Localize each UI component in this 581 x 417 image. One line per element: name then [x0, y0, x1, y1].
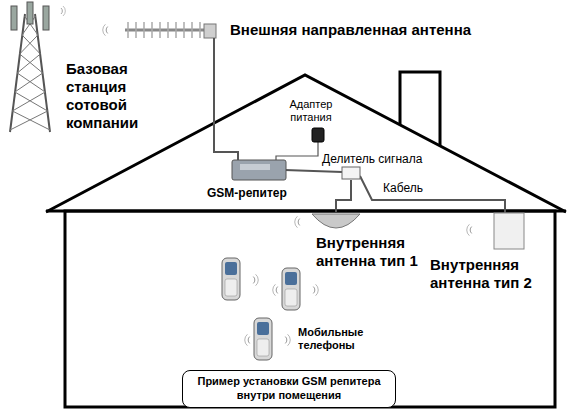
cable-part	[336, 180, 351, 212]
cell-tower-part-part	[12, 111, 50, 130]
external-antenna-part-part	[175, 22, 177, 38]
gsm-repeater	[232, 160, 286, 180]
cell-tower-part-part	[20, 54, 43, 73]
cell-tower	[0, 2, 65, 132]
cell-tower-part	[11, 6, 17, 30]
cell-tower-part	[10, 16, 50, 130]
external-antenna-part-part	[151, 22, 153, 38]
external-antenna-part-part	[127, 22, 129, 38]
cell-tower-part-part	[20, 35, 38, 54]
cell-tower-part-part	[15, 92, 48, 111]
house-part	[46, 75, 566, 212]
mobile-phones-part	[273, 284, 278, 295]
cell-tower-part-part	[12, 92, 45, 111]
cable-part	[214, 38, 238, 160]
external-antenna-part-part	[135, 22, 137, 38]
indoor-antenna-1-part	[312, 214, 360, 228]
cable-part	[276, 142, 318, 160]
external-antenna-part-part	[159, 22, 161, 38]
cell-tower-part-part	[17, 73, 45, 92]
cell-tower-part-part	[17, 54, 40, 73]
external-antenna-part	[103, 24, 108, 35]
mobile-phones-part	[253, 274, 258, 285]
mobile-phones-part	[313, 284, 318, 295]
signal-splitter	[342, 167, 360, 179]
cable-part	[360, 176, 505, 213]
external-antenna-part	[204, 24, 216, 38]
signal-splitter-part	[342, 167, 360, 179]
power-adapter-part	[312, 128, 324, 142]
external-antenna-part-part	[191, 22, 193, 38]
mobile-phones-part	[245, 334, 250, 345]
gsm-repeater-part	[240, 164, 270, 170]
external-antenna-part	[128, 22, 200, 38]
cell-tower-part	[27, 2, 33, 24]
caption-box: Пример установки GSM репитера внутри пом…	[182, 370, 396, 408]
cell-tower-part-part	[15, 73, 43, 92]
mobile-phones-part	[222, 258, 240, 300]
external-antenna	[103, 22, 216, 38]
indoor-antenna-2-part	[494, 213, 524, 249]
adapter-label: Адаптер питания	[282, 98, 340, 124]
gsm-repeater-part	[232, 160, 286, 180]
external-antenna-part-part	[143, 22, 145, 38]
cell-tower-part	[43, 6, 49, 30]
antenna-label: Внутренняя антенна тип 2	[430, 256, 550, 292]
house-part	[65, 211, 555, 407]
external-antenna-part-part	[167, 22, 169, 38]
station-label: Базовая станция сотовой компании	[66, 60, 154, 132]
cell-tower-part-part	[10, 111, 48, 130]
caption-text: Пример установки GSM репитера внутри пом…	[193, 375, 385, 403]
indoor-antenna-1-part	[295, 216, 300, 227]
cable-part	[285, 170, 342, 172]
external-antenna-part-part	[183, 22, 185, 38]
mobile-phones-part	[254, 318, 272, 360]
mobile-phones-part	[282, 268, 300, 310]
indoor-antenna-2	[467, 213, 524, 249]
antenna-label: Внутренняя антенна тип 1	[316, 234, 436, 270]
cable-label: Кабель	[383, 181, 423, 195]
mobile-phones-part	[285, 334, 290, 345]
indoor-antenna-1	[295, 214, 360, 228]
splitter-label: Делитель сигнала	[322, 152, 422, 166]
power-adapter	[312, 128, 324, 142]
phones-label: Мобильные телефоны	[298, 326, 378, 352]
external-antenna-part-part	[199, 22, 201, 38]
indoor-antenna-2-part	[467, 224, 472, 235]
cell-tower-part-part	[22, 35, 40, 54]
cell-tower-part	[61, 6, 65, 16]
antenna-label: Внешняя направленная антенна	[230, 21, 471, 39]
repeater-label: GSM-репитер	[207, 186, 287, 200]
